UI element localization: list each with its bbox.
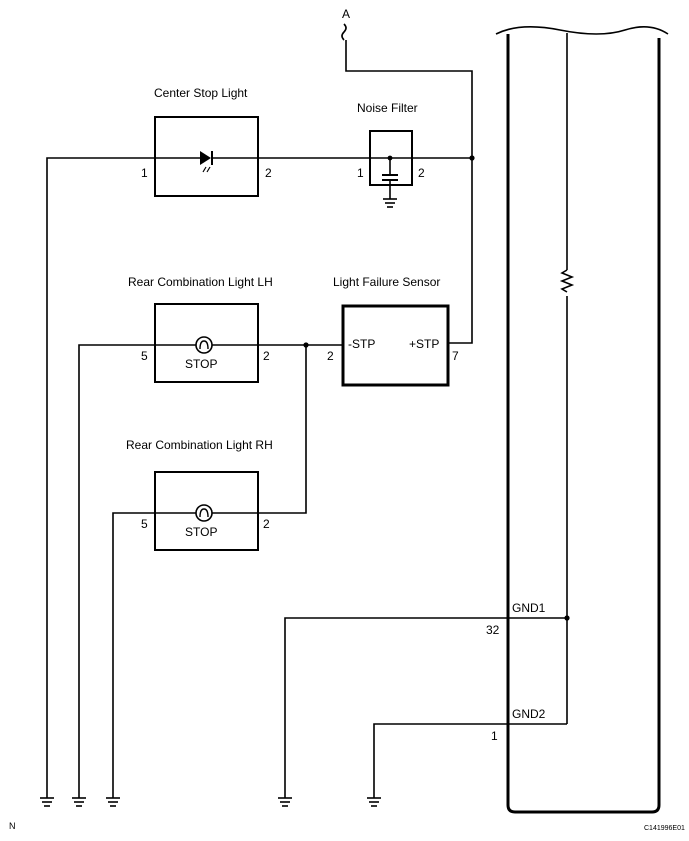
rear-lh-title: Rear Combination Light LH — [128, 275, 273, 289]
center-stop-light-pin-2: 2 — [265, 166, 272, 180]
rear-rh-pin-5: 5 — [141, 517, 148, 531]
wire-stp-feed — [448, 158, 473, 344]
sensor-pin-2: 2 — [327, 349, 334, 363]
wire-a-feed — [345, 40, 473, 158]
capacitor-icon — [370, 155, 412, 199]
rear-lh-pin-5: 5 — [141, 349, 148, 363]
rear-lh-stop-label: STOP — [185, 357, 217, 371]
ground-icon — [72, 797, 86, 807]
center-stop-light-pin-1: 1 — [141, 166, 148, 180]
filter-ground-icon — [383, 198, 397, 208]
sensor-pin-7: 7 — [452, 349, 459, 363]
ground-icon — [278, 797, 292, 807]
figure-code: C141996E01 — [644, 825, 685, 832]
rear-lh-pin-2: 2 — [263, 349, 270, 363]
rear-rh-stop-label: STOP — [185, 525, 217, 539]
noise-filter-pin-2: 2 — [418, 166, 425, 180]
bulb-icon — [155, 336, 258, 354]
wire-gnd2 — [373, 723, 567, 798]
ecu-block-break-icon — [495, 26, 669, 35]
gnd2-pin: 1 — [491, 729, 498, 743]
corner-mark: N — [9, 821, 16, 831]
rear-rh-title: Rear Combination Light RH — [126, 438, 273, 452]
gnd1-pin: 32 — [486, 623, 500, 637]
connector-a-label: A — [342, 7, 350, 21]
sensor-term-plus-stp: +STP — [409, 337, 439, 351]
ground-icon — [367, 797, 381, 807]
noise-filter-pin-1: 1 — [357, 166, 364, 180]
rear-rh-pin-2: 2 — [263, 517, 270, 531]
resistor-icon — [559, 269, 575, 293]
light-failure-sensor-box — [341, 304, 450, 387]
ground-icon — [40, 797, 54, 807]
wire-rh-ground — [112, 512, 155, 798]
sensor-term-minus-stp: -STP — [348, 337, 375, 351]
center-stop-light-title: Center Stop Light — [154, 86, 248, 100]
gnd1-label: GND1 — [512, 601, 546, 615]
ground-icon — [106, 797, 120, 807]
light-failure-sensor-title: Light Failure Sensor — [333, 275, 440, 289]
bulb-icon — [155, 504, 258, 522]
ecu-block-outline — [506, 34, 661, 814]
wire-lh-ground — [78, 344, 155, 798]
noise-filter-title: Noise Filter — [357, 101, 418, 115]
connector-a-wave-icon — [341, 23, 347, 41]
wire-gnd1 — [284, 617, 567, 798]
gnd2-label: GND2 — [512, 707, 546, 721]
led-icon — [155, 151, 258, 173]
wire-rh-to-junction — [258, 345, 307, 514]
wire-csl-ground — [46, 157, 155, 798]
